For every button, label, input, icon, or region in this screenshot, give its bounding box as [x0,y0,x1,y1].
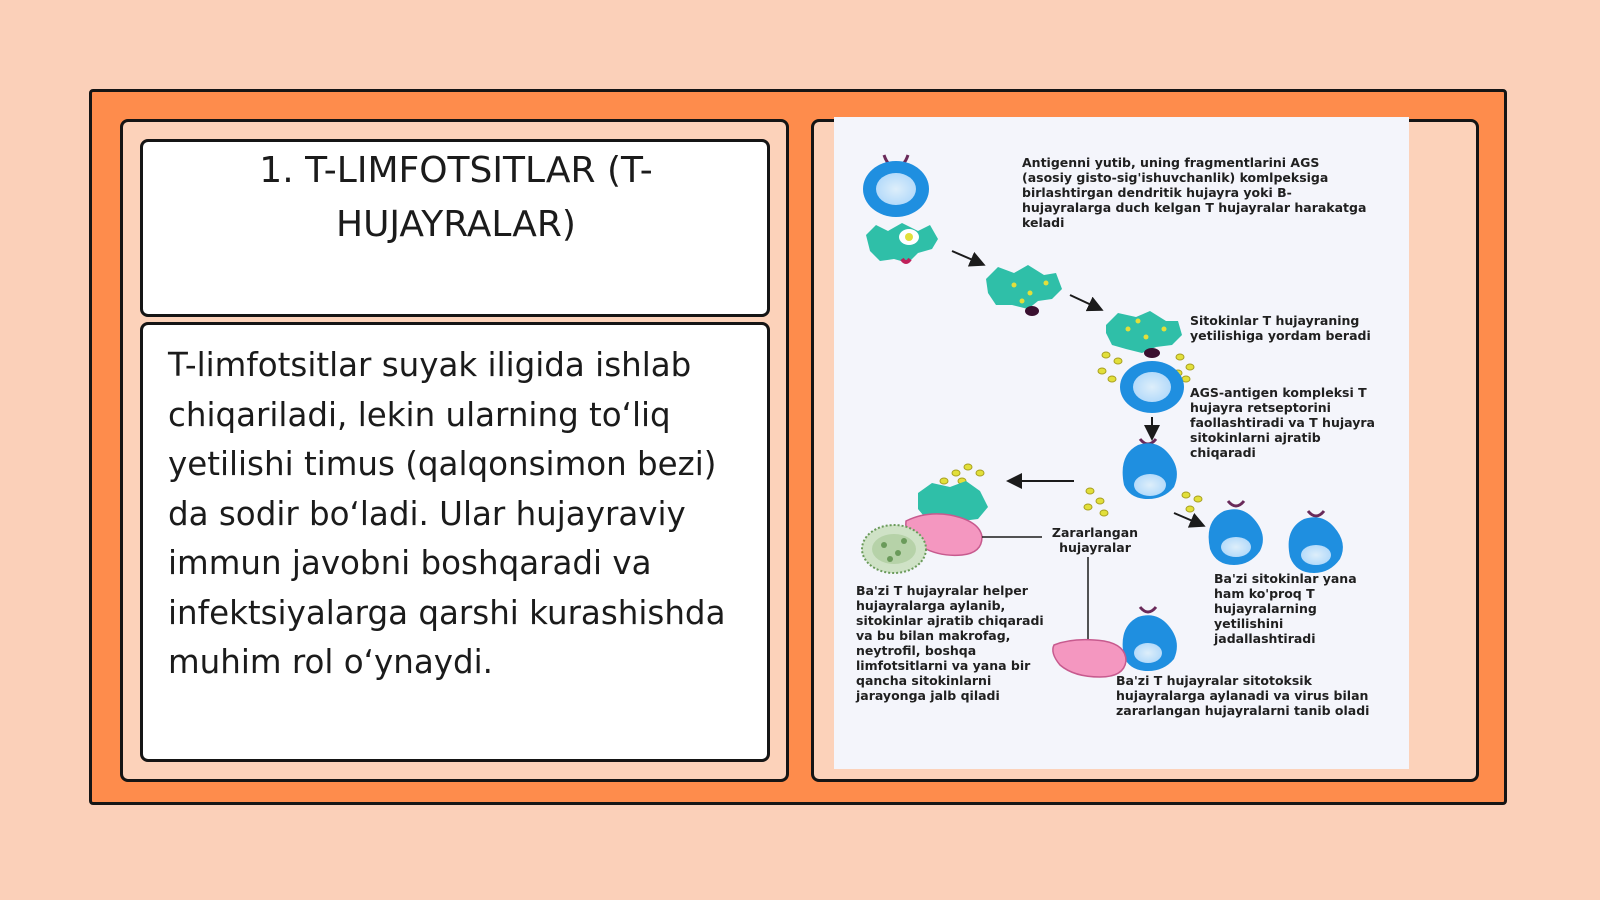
label-ags-complex: AGS-antigen kompleksi T hujayra retsepto… [1190,385,1375,460]
label-damaged-cells: Zararlangan hujayralar [1051,525,1139,555]
label-more-cytokines: Ba'zi sitokinlar yana ham ko'proq T huja… [1214,571,1357,646]
body-box [140,322,770,762]
body-text: T-limfotsitlar suyak iligida ishlab chiq… [168,346,726,681]
arrow-5 [1173,512,1206,528]
label-helper-cells: Ba'zi T hujayralar helper hujayralarga a… [856,583,1044,703]
label-antigen: Antigenni yutib, uning fragmentlarini AG… [1022,155,1367,230]
slide-title: 1. T-LIMFOTSITLAR (T-HUJAYRALAR) [259,150,653,245]
arrow-2 [1069,294,1104,312]
dendritic-cell-2 [986,265,1062,316]
t-cells-pair [1208,500,1343,573]
diagram-illustration [861,154,1343,678]
dendritic-cell-3 [1106,311,1182,358]
virus-cell [861,524,927,574]
label-cytokines-maturation: Sitokinlar T hujayraning yetilishiga yor… [1190,313,1371,343]
t-cell-diagram: Antigenni yutib, uning fragmentlarini AG… [834,117,1409,769]
t-cell-top [863,154,929,217]
arrow-1 [951,250,986,267]
t-cell-middle [1120,361,1184,413]
cytotoxic-t-cell [1052,606,1177,678]
title-box [140,139,770,317]
label-cytotoxic-cells: Ba'zi T hujayralar sitotoksik hujayralar… [1116,673,1370,718]
t-cell-activated [1122,438,1177,499]
dendritic-cell-1 [866,223,938,264]
